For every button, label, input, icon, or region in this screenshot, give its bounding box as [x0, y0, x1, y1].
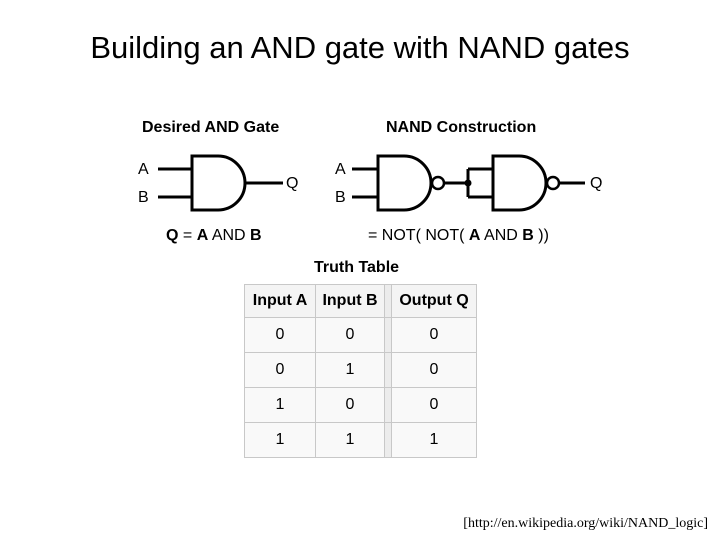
cell-input-a: 0: [244, 352, 316, 388]
table-row: 1 1 1: [244, 422, 477, 458]
slide-title: Building an AND gate with NAND gates: [90, 30, 630, 65]
and-gate-body: [190, 154, 247, 212]
cell-output-q: 0: [391, 352, 477, 388]
column-separator: [384, 422, 392, 458]
and-gate-symbol: [158, 154, 283, 212]
truth-table-heading: Truth Table: [314, 259, 400, 276]
table-row: 0 0 0: [244, 317, 477, 353]
cell-output-q: 1: [391, 422, 477, 458]
truth-table: Input A Input B Output Q 0 0 0 0 1 0 1 0…: [244, 284, 477, 458]
desired-output-label: Q: [286, 175, 299, 192]
cell-input-a: 0: [244, 317, 316, 353]
nand1-body: [376, 154, 433, 212]
desired-equation: Q = A AND B: [166, 227, 262, 244]
column-separator: [384, 284, 392, 318]
truth-table-header-row: Input A Input B Output Q: [244, 284, 477, 318]
cell-input-b: 1: [315, 422, 385, 458]
nand1-bubble: [430, 175, 446, 191]
nand-gate-2: [491, 154, 585, 212]
cell-input-b: 0: [315, 387, 385, 423]
source-citation: [http://en.wikipedia.org/wiki/NAND_logic…: [463, 516, 708, 531]
cell-input-b: 1: [315, 352, 385, 388]
nand-equation: = NOT( NOT( A AND B )): [368, 227, 549, 244]
nand2-body: [491, 154, 548, 212]
nand-output-label: Q: [590, 175, 603, 192]
column-separator: [384, 387, 392, 423]
cell-input-a: 1: [244, 387, 316, 423]
col-header-input-b: Input B: [315, 284, 385, 318]
desired-input-a-label: A: [138, 161, 149, 178]
nand2-bubble: [545, 175, 561, 191]
table-row: 0 1 0: [244, 352, 477, 388]
nand-input-a-label: A: [335, 161, 346, 178]
junction-wiring: [466, 167, 493, 199]
col-header-input-a: Input A: [244, 284, 316, 318]
cell-input-a: 1: [244, 422, 316, 458]
junction-dot: [464, 179, 472, 187]
nand-construction-heading: NAND Construction: [386, 119, 537, 136]
cell-output-q: 0: [391, 387, 477, 423]
nand-input-b-label: B: [335, 189, 346, 206]
table-row: 1 0 0: [244, 387, 477, 423]
desired-and-heading: Desired AND Gate: [142, 119, 280, 136]
column-separator: [384, 317, 392, 353]
col-header-output-q: Output Q: [391, 284, 477, 318]
column-separator: [384, 352, 392, 388]
desired-input-b-label: B: [138, 189, 149, 206]
cell-input-b: 0: [315, 317, 385, 353]
nand-gate-1: [352, 154, 468, 212]
cell-output-q: 0: [391, 317, 477, 353]
